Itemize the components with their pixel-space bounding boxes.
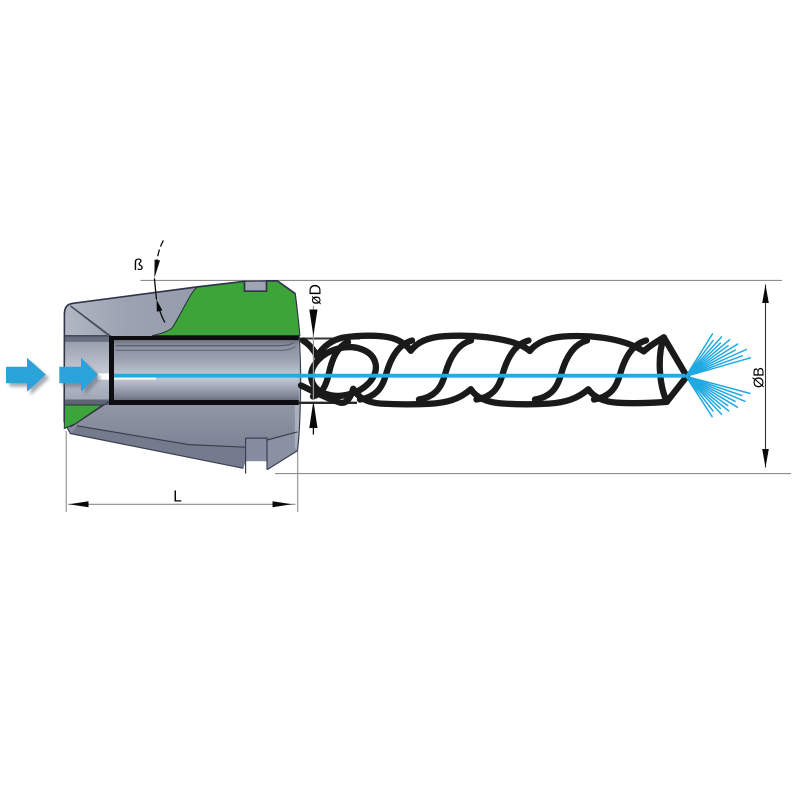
svg-text:L: L	[173, 489, 182, 506]
svg-text:øD: øD	[308, 284, 325, 305]
svg-text:ß: ß	[134, 257, 144, 274]
svg-text:ØB: ØB	[752, 367, 768, 388]
